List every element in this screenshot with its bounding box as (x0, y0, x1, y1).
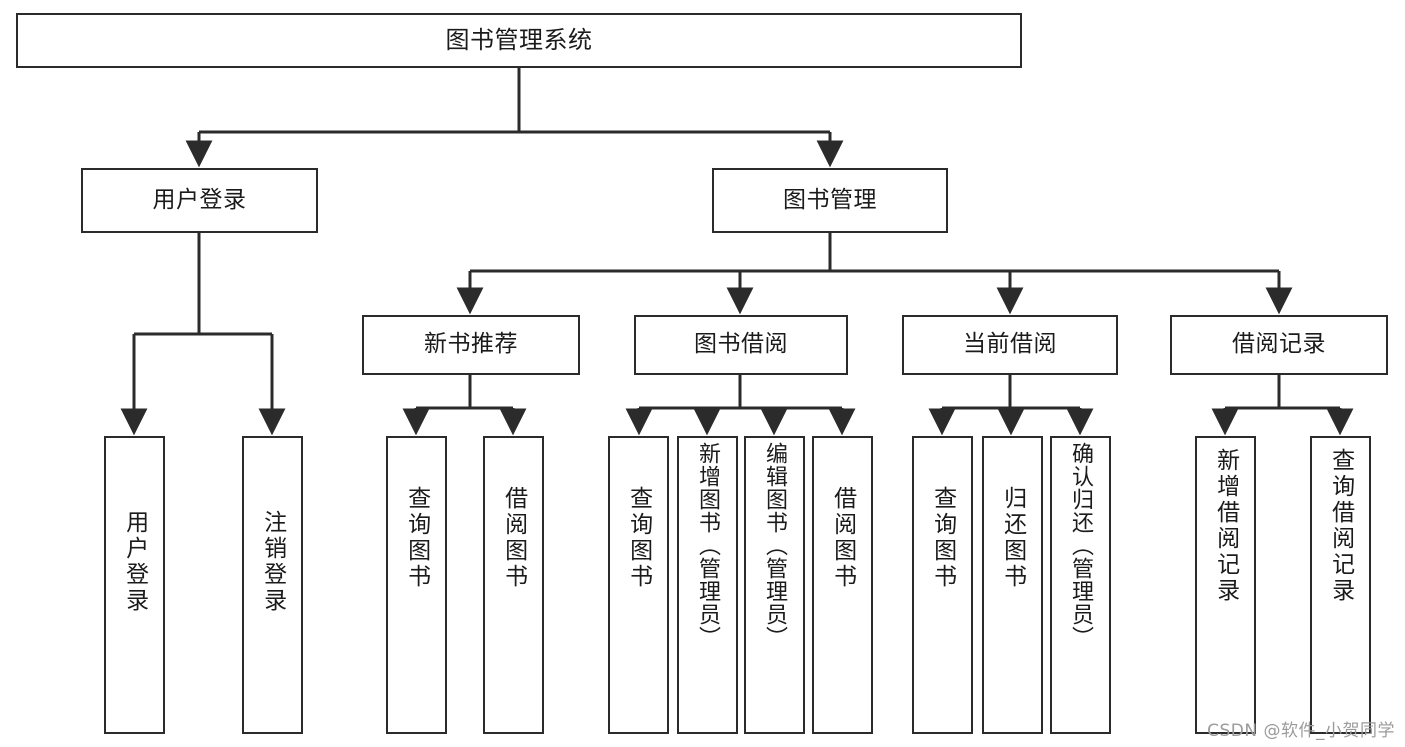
node-label: 查询图书 (929, 486, 956, 590)
node-user-login[interactable]: 用户登录 (81, 168, 318, 233)
leaf-current-return-book[interactable]: 归还图书 (982, 436, 1043, 734)
leaf-borrow-edit-book-admin[interactable]: 编辑图书（管理员） (744, 436, 805, 734)
leaf-borrow-lend-book[interactable]: 借阅图书 (812, 436, 873, 734)
leaf-user-login[interactable]: 用户登录 (104, 436, 165, 734)
node-label: 新增图书（管理员） (695, 442, 721, 649)
node-root-book-management-system[interactable]: 图书管理系统 (16, 13, 1022, 68)
node-current-borrow[interactable]: 当前借阅 (902, 315, 1118, 375)
leaf-current-query-book[interactable]: 查询图书 (912, 436, 973, 734)
node-label: 图书借阅 (694, 331, 788, 358)
node-label: 编辑图书（管理员） (762, 442, 788, 649)
node-label: 确认归还（管理员） (1068, 442, 1094, 649)
node-label: 当前借阅 (963, 331, 1057, 358)
node-label: 查询借阅记录 (1327, 448, 1354, 604)
node-label: 借阅记录 (1232, 331, 1326, 358)
leaf-current-confirm-return-admin[interactable]: 确认归还（管理员） (1050, 436, 1111, 734)
leaf-record-query-borrow-record[interactable]: 查询借阅记录 (1310, 436, 1371, 734)
node-label: 查询图书 (625, 486, 652, 590)
node-book-management[interactable]: 图书管理 (712, 168, 948, 233)
leaf-borrow-add-book-admin[interactable]: 新增图书（管理员） (677, 436, 738, 734)
node-label: 新书推荐 (424, 331, 518, 358)
csdn-watermark: CSDN @软件_小贺同学 (1207, 721, 1395, 741)
node-new-book-recommend[interactable]: 新书推荐 (362, 315, 580, 375)
leaf-borrow-query-book[interactable]: 查询图书 (608, 436, 669, 734)
node-label: 图书管理系统 (445, 26, 593, 55)
leaf-record-add-borrow-record[interactable]: 新增借阅记录 (1195, 436, 1256, 734)
node-label: 图书管理 (783, 186, 877, 213)
node-label: 借阅图书 (500, 486, 527, 590)
node-label: 新增借阅记录 (1212, 448, 1239, 604)
node-label: 用户登录 (152, 186, 247, 213)
node-borrow-record[interactable]: 借阅记录 (1170, 315, 1388, 375)
node-label: 用户登录 (121, 510, 148, 614)
node-book-borrow[interactable]: 图书借阅 (634, 315, 848, 375)
node-label: 归还图书 (999, 486, 1026, 590)
node-label: 注销登录 (259, 510, 286, 614)
node-label: 借阅图书 (829, 486, 856, 590)
node-label: 查询图书 (403, 486, 430, 590)
leaf-user-logout[interactable]: 注销登录 (242, 436, 303, 734)
leaf-new-book-query-book[interactable]: 查询图书 (386, 436, 447, 734)
leaf-new-book-borrow-book[interactable]: 借阅图书 (483, 436, 544, 734)
